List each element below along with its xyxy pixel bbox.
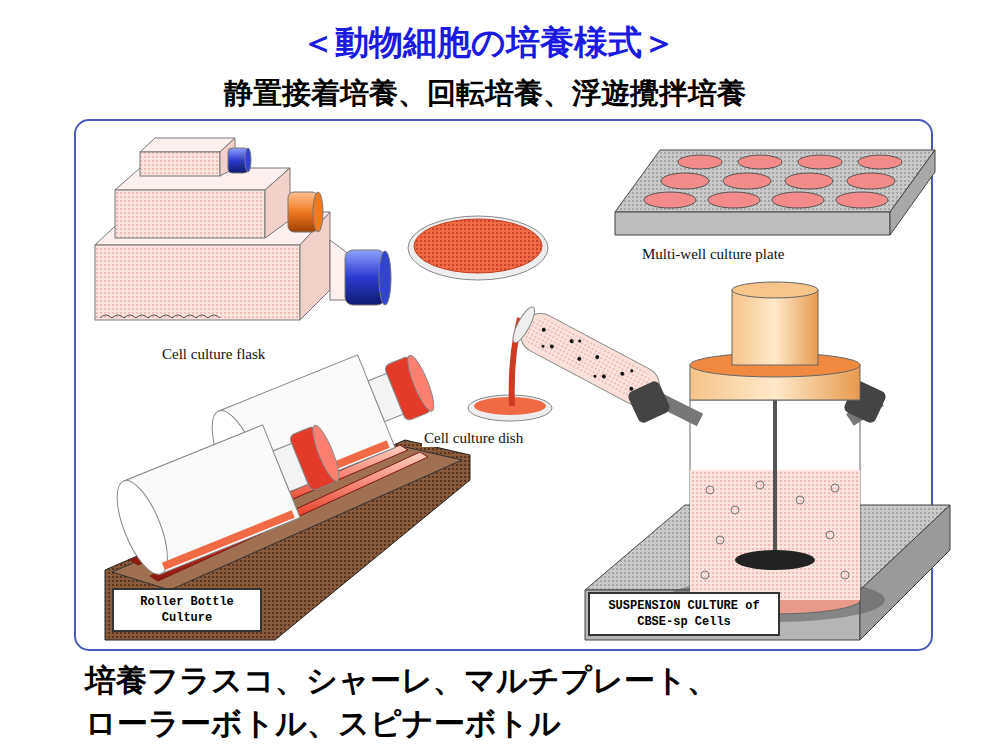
box-text: SUSPENSION CULTURE of CBSE-sp Cells <box>608 599 759 629</box>
part-label: Cell culture dish <box>422 430 525 447</box>
label-box: Roller Bottle Culture <box>112 588 262 632</box>
caption-line: ローラーボトル、スピナーボトル <box>85 703 561 745</box>
box-text: Roller Bottle Culture <box>140 595 234 625</box>
caption-line: 培養フラスコ、シャーレ、マルチプレート、 <box>85 660 718 702</box>
part-label: Cell culture flask <box>160 346 267 363</box>
label-box: SUSPENSION CULTURE of CBSE-sp Cells <box>588 592 780 636</box>
page-title: ＜動物細胞の培養様式＞ <box>301 20 676 66</box>
part-label: Multi-well culture plate <box>640 246 786 263</box>
subtitle: 静置接着培養、回転培養、浮遊攪拌培養 <box>224 74 746 114</box>
